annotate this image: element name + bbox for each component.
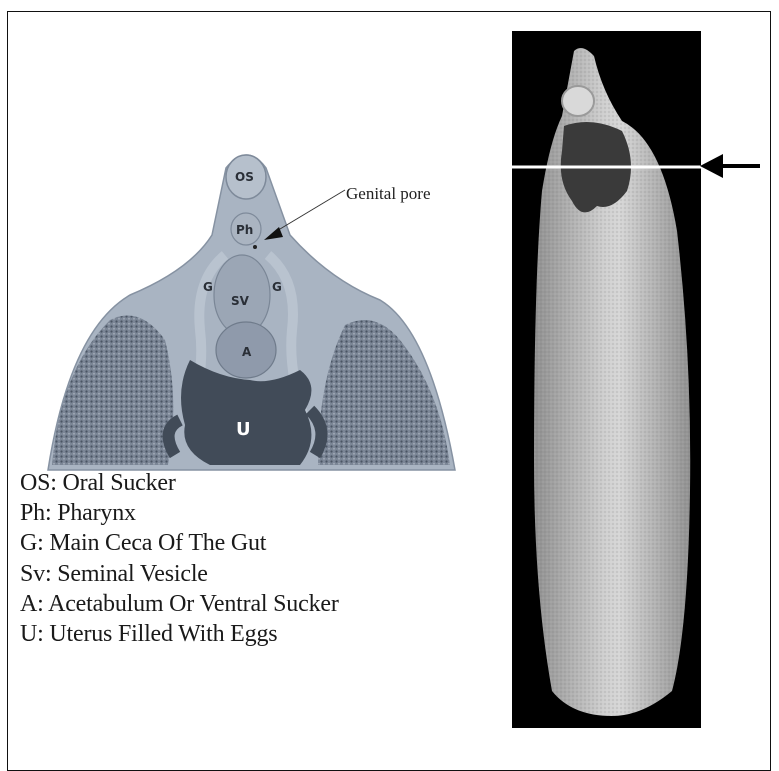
- arrow-left-icon: [0, 0, 779, 734]
